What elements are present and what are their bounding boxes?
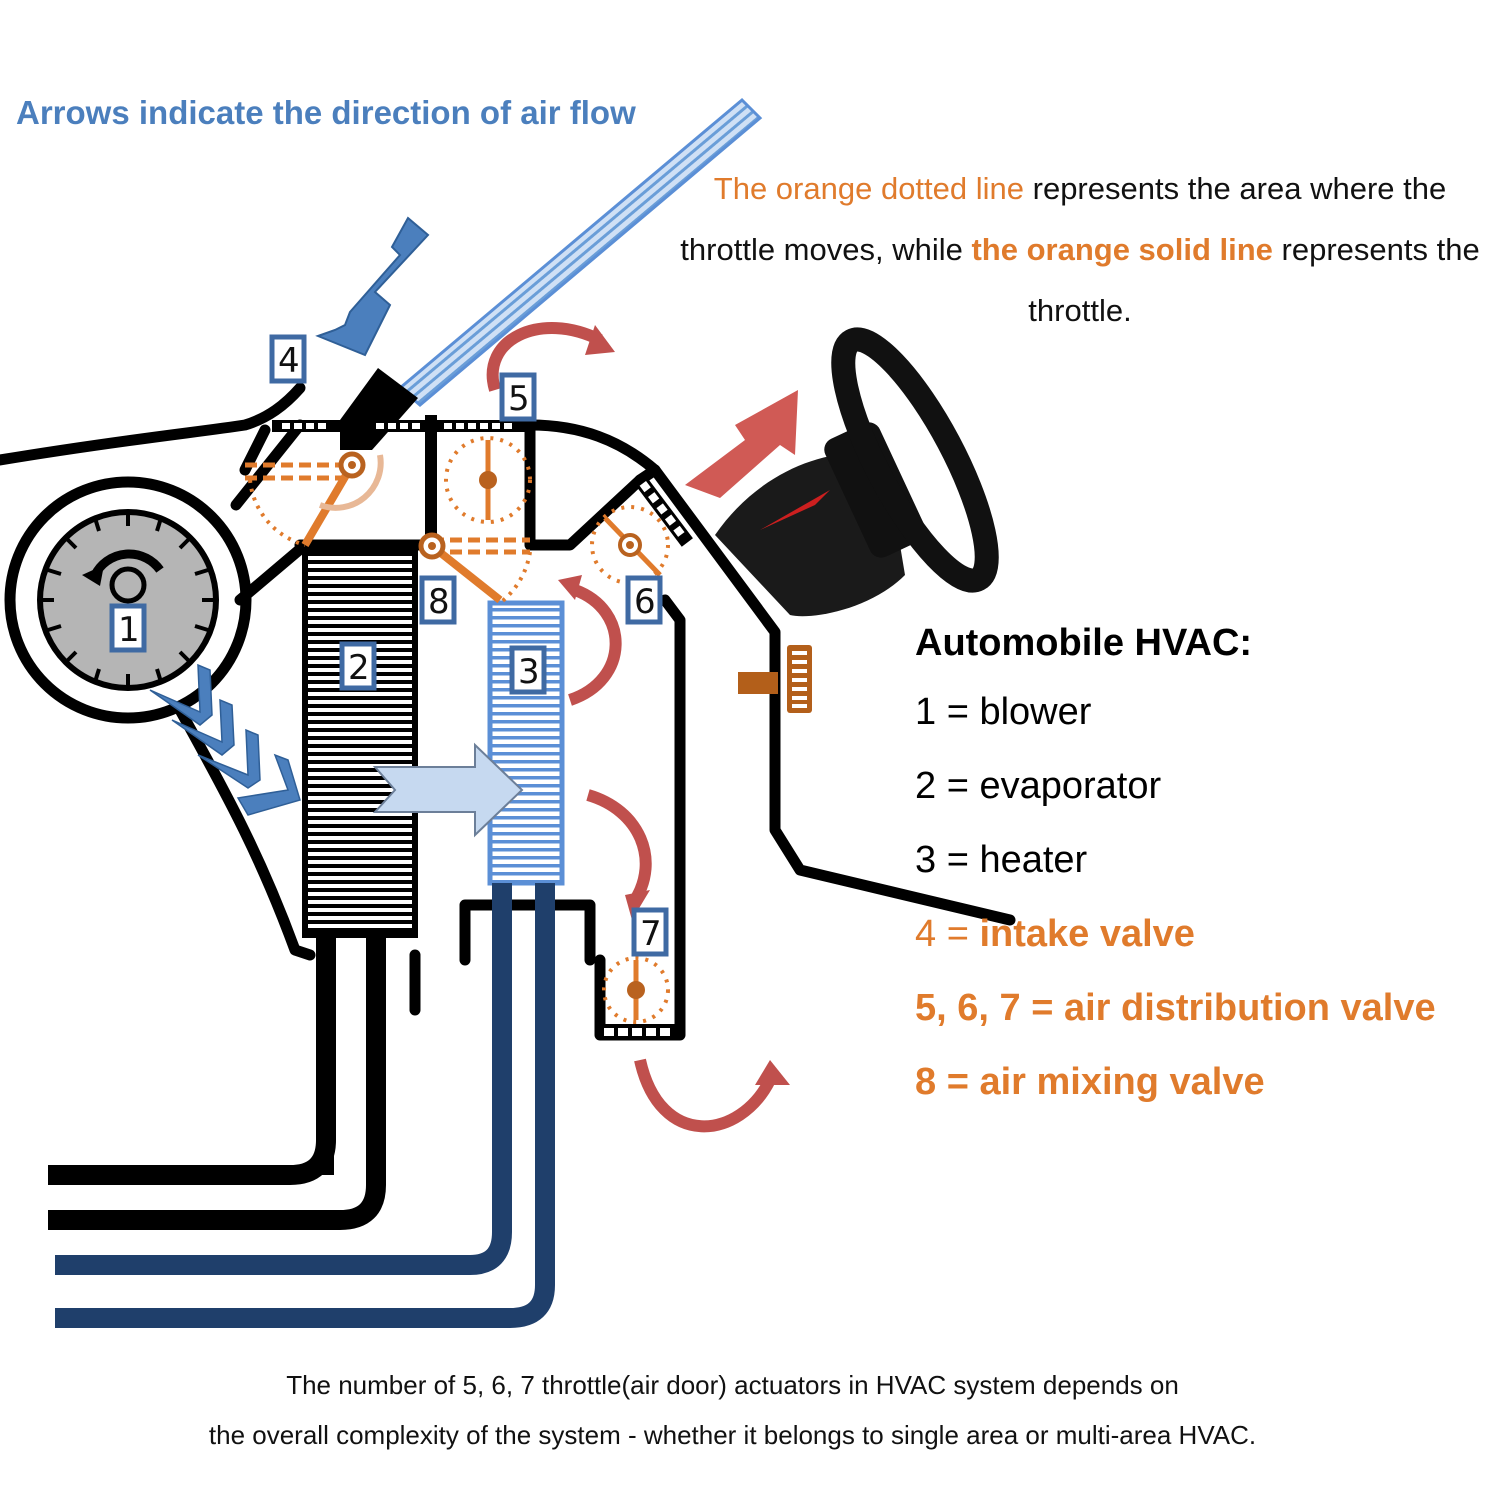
- legend-value: heater: [979, 839, 1088, 881]
- label-7: 7: [631, 907, 669, 957]
- grille-top: [272, 415, 693, 1040]
- legend-key: 4 =: [915, 913, 980, 955]
- distribution-valve-6: [590, 505, 670, 585]
- legend-value: air mixing valve: [979, 1061, 1265, 1103]
- arrowhead-icon: [558, 575, 582, 600]
- svg-text:1: 1: [118, 610, 140, 650]
- arrowhead-icon: [625, 890, 650, 920]
- red-airflow-arrows: [486, 322, 776, 1133]
- legend-value: blower: [979, 691, 1092, 733]
- legend-key: 2 =: [915, 765, 980, 807]
- svg-text:7: 7: [640, 914, 662, 954]
- label-6: 6: [625, 575, 663, 625]
- footer-line-2: the overall complexity of the system - w…: [208, 1420, 1257, 1450]
- curved-arrow-icon: [486, 322, 603, 392]
- curved-arrow-icon: [586, 789, 652, 904]
- note-orange-dotted: The orange dotted line: [713, 171, 1025, 206]
- note-orange-solid: the orange solid line: [971, 232, 1273, 267]
- note-text-2: represents the throttle.: [1028, 232, 1480, 328]
- legend-item: 8 = air mixing valve: [915, 1059, 1436, 1133]
- arrowhead-icon: [585, 325, 615, 355]
- legend-value: air distribution valve: [1063, 987, 1436, 1029]
- svg-text:5: 5: [508, 379, 530, 419]
- distribution-valve-7: [602, 956, 670, 1024]
- legend-item: 4 = intake valve: [915, 911, 1436, 985]
- svg-text:4: 4: [278, 341, 300, 381]
- label-1: 1: [109, 603, 147, 653]
- throttle-note: The orange dotted line represents the ar…: [680, 158, 1480, 341]
- legend-key: 3 =: [915, 839, 980, 881]
- airflow-chevrons-icon: [149, 663, 301, 816]
- mixed-air-arrow-icon: [372, 742, 524, 838]
- legend-item: 5, 6, 7 = air distribution valve: [915, 985, 1436, 1059]
- curved-arrow-icon: [567, 584, 622, 706]
- air-mixing-valve: [418, 532, 532, 605]
- number-labels: 4 5 1 8 6 2 3 7: [109, 334, 669, 957]
- footer-line-1: The number of 5, 6, 7 throttle(air door)…: [286, 1370, 1179, 1400]
- legend-item: 1 = blower: [915, 689, 1436, 763]
- footer-note: The number of 5, 6, 7 throttle(air door)…: [0, 1360, 1465, 1460]
- legend-key: 5, 6, 7 =: [915, 987, 1064, 1029]
- evaporator-pipes: [48, 935, 386, 1230]
- legend-value: intake valve: [979, 913, 1195, 955]
- legend-value: evaporator: [979, 765, 1162, 807]
- svg-text:8: 8: [428, 582, 450, 622]
- label-8: 8: [419, 575, 457, 625]
- label-3: 3: [509, 645, 547, 695]
- legend: Automobile HVAC: 1 = blower 2 = evaporat…: [915, 622, 1436, 1133]
- defrost-arrow-icon: [685, 390, 798, 498]
- label-4: 4: [269, 334, 307, 384]
- pedal-bracket-icon: [738, 645, 812, 713]
- intake-arrow-icon: [315, 216, 430, 357]
- airflow-note: Arrows indicate the direction of air flo…: [16, 94, 636, 131]
- svg-text:2: 2: [348, 648, 370, 688]
- label-5: 5: [499, 372, 537, 422]
- legend-title: Automobile HVAC:: [915, 622, 1253, 664]
- steering-wheel-icon: [715, 327, 999, 617]
- legend-key: 1 =: [915, 691, 980, 733]
- svg-text:6: 6: [634, 582, 656, 622]
- legend-item: 2 = evaporator: [915, 763, 1436, 837]
- svg-text:3: 3: [518, 652, 540, 692]
- label-2: 2: [339, 641, 377, 691]
- legend-key: 8 =: [915, 1061, 980, 1103]
- legend-item: 3 = heater: [915, 837, 1436, 911]
- arrowhead-icon: [755, 1060, 790, 1085]
- blower-icon: [37, 509, 219, 691]
- curved-arrow-icon: [634, 1058, 776, 1133]
- intake-valve: [245, 451, 384, 548]
- heater-pipes: [55, 883, 555, 1328]
- heater-icon: [487, 600, 565, 886]
- distribution-valve-5: [444, 436, 532, 524]
- note-text-1: represents the area where the throttle m…: [680, 171, 1447, 267]
